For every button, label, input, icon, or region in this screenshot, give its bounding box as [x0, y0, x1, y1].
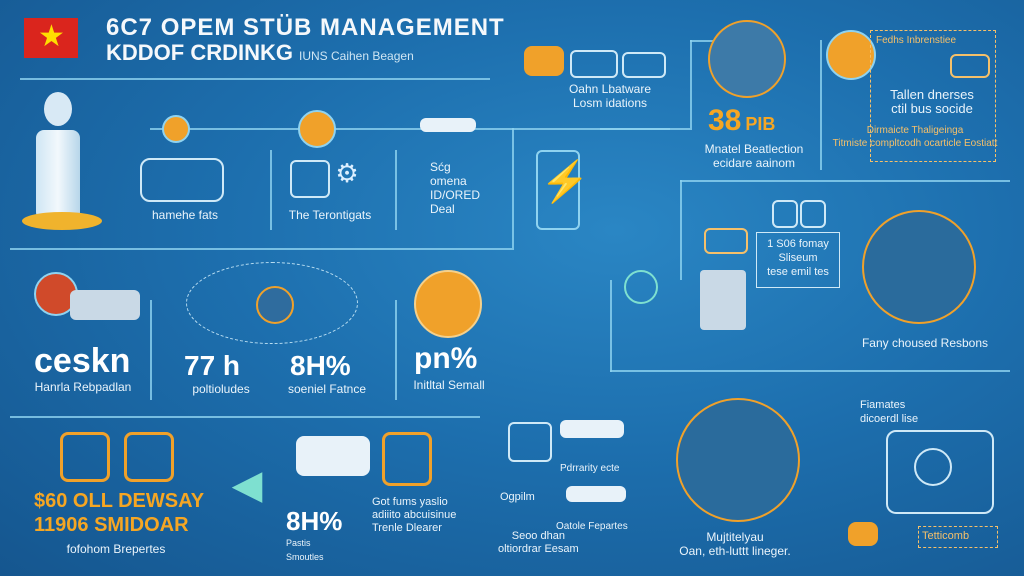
connector-line [10, 248, 514, 250]
refresh-icon [624, 270, 658, 304]
camera-device-icon [886, 430, 994, 514]
engine-caption: Mujtitelyau Oan, eth-luttt lineger. [679, 530, 791, 558]
building-icon [622, 52, 666, 78]
card-icon [124, 432, 174, 482]
network-icon [140, 158, 224, 202]
tower-illustration [36, 130, 80, 220]
engine-circle [676, 398, 800, 522]
wallet-icon [60, 432, 110, 482]
connector-line [680, 180, 1010, 182]
robot-icon [44, 92, 72, 126]
truck-icon [570, 50, 618, 78]
dots-globe-icon [826, 30, 876, 80]
factory-icon [414, 270, 482, 338]
connector-line [512, 128, 514, 248]
info-panel [870, 30, 996, 162]
server-stack-icon [700, 270, 746, 330]
laptop-icon [848, 522, 878, 546]
connector-line [690, 40, 692, 130]
connector-line [395, 300, 397, 400]
price-caption: fofohom Brepertes [66, 542, 166, 556]
connector-line [680, 180, 682, 280]
map-circle-caption: Fany choused Resbons [861, 336, 989, 350]
link-icon [704, 228, 748, 254]
lightning-panel [536, 150, 580, 230]
truck-illustration [70, 290, 140, 320]
vietnam-flag-icon [24, 18, 78, 58]
connector-line [150, 300, 152, 400]
hub-rays [186, 262, 358, 344]
top-right-label: Oahn Lbatware Losm idations [568, 82, 652, 110]
connector-line [600, 128, 690, 130]
connector-line [610, 370, 1010, 372]
stat-ceskn-label: Hanrla Rebpadlan [34, 380, 132, 394]
stat-77h-label: poltioludes [192, 382, 250, 396]
people-icon: ⚙ [335, 158, 359, 188]
stat-38-caption: Mnatel Beatlection ecidare aainom [704, 142, 804, 170]
vehicle-icon [560, 420, 624, 438]
stat-pn-label: Initltal Semall [413, 378, 485, 392]
city-globe-icon [708, 20, 786, 98]
top-item-label-2: The Terontigats [288, 208, 372, 222]
stat-8h-bottom: 8H% [286, 506, 343, 536]
connector-line [150, 128, 670, 130]
info-panel-title: Fedhs Inbrenstiee [876, 35, 957, 46]
mid-label-4: Seoo dhan oltiordrar Eesam [498, 530, 579, 555]
document-icon [382, 432, 432, 486]
top-item-label-3: Sćg omena ID/ORED Deal [430, 160, 481, 216]
price-line-1: $60 OLL DEWSAY [34, 490, 205, 512]
globe-icon [298, 110, 336, 148]
computer-icon [524, 46, 564, 76]
monitor-icon [508, 422, 552, 462]
truck-illustration [296, 436, 370, 476]
info-panel-notes: Dirmaicte Thaligeinga Titmiste compltcod… [832, 125, 998, 149]
info-panel-text: Tallen dnerses ctil bus socide [890, 87, 974, 116]
price-line-2: 11906 SMIDOAR [34, 514, 189, 536]
connector-line [395, 150, 397, 230]
camera-lens-icon [914, 448, 952, 486]
stat-8h-label: soeniel Fatnce [287, 382, 367, 396]
corner-tag-label: Tetticomb [922, 530, 970, 542]
stat-ceskn: ceskn [34, 342, 131, 380]
info-card: 1 S06 fomay Sliseum tese emil tes [756, 232, 840, 288]
coin-icon [162, 115, 190, 143]
lightning-icon: ⚡ [540, 160, 590, 204]
mid-label-2: Ogpilm [500, 491, 535, 503]
car-icon [566, 486, 626, 502]
bottom-text: Got fums yaslio adiiito abcuisinue Trenl… [372, 496, 457, 534]
map-circle [862, 210, 976, 324]
stat-77h: 77 h [184, 350, 241, 381]
tower-base [22, 212, 102, 230]
stat-8h: 8H% [290, 350, 351, 381]
corner-label: Fiamates dicoerdl lise [860, 399, 919, 425]
connector-line [610, 280, 612, 372]
mid-label-3: Oatole Fepartes [556, 521, 628, 532]
connector-line [270, 150, 272, 230]
stat-pn: pn% [414, 342, 478, 375]
phone-icon [772, 200, 798, 228]
header-divider [20, 78, 490, 80]
screen-icon [950, 54, 990, 78]
car-icon [420, 118, 476, 132]
connector-line [820, 40, 822, 170]
phone-icon [800, 200, 826, 228]
corner-tag [918, 526, 998, 548]
page-title: 6C7 OPEM STÜB MANAGEMENT [106, 14, 505, 41]
top-item-label-1: hamehe fats [151, 208, 219, 222]
stat-8h-bottom-caption: Pastis Smoutles [286, 538, 324, 562]
connector-line [10, 416, 480, 418]
server-rack-icon [290, 160, 330, 198]
arrow-left-icon: ◀ [231, 463, 263, 507]
mid-label-1: Pdrrarity ecte [560, 463, 620, 474]
